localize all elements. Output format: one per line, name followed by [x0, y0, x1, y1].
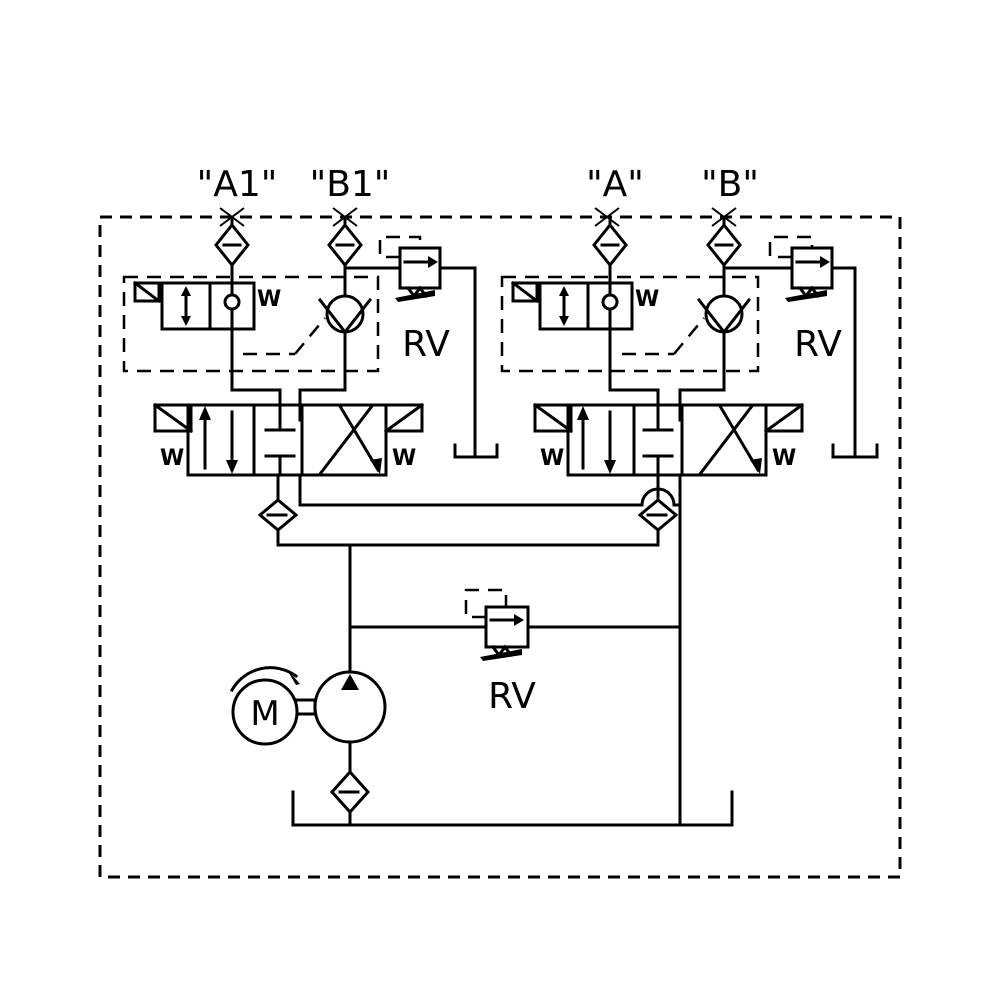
pilot-check-valve-right — [622, 294, 752, 356]
port-label-a1: "A1" — [197, 164, 278, 205]
filter-a — [592, 215, 628, 268]
rv-label-main: RV — [488, 676, 536, 717]
rv-label-right: RV — [794, 324, 842, 365]
port-label-a: "A" — [586, 164, 644, 205]
svg-text:W: W — [392, 446, 416, 471]
port-plug-a — [594, 207, 620, 227]
suction-filter — [329, 769, 371, 815]
rv-label-left: RV — [402, 324, 450, 365]
svg-text:W: W — [772, 446, 796, 471]
relief-valve-main — [464, 588, 530, 661]
right-circuit: W RV — [298, 215, 879, 827]
pump — [313, 670, 387, 744]
port-label-b1: "B1" — [310, 164, 391, 205]
svg-text:W: W — [160, 446, 184, 471]
svg-text:W: W — [257, 287, 281, 312]
directional-valve-left: W W — [152, 402, 425, 477]
svg-text:W: W — [540, 446, 564, 471]
enclosure-boundary — [98, 215, 902, 879]
relief-valve-left — [343, 235, 499, 459]
relief-valve-right — [722, 235, 879, 459]
reservoir — [291, 790, 734, 827]
electric-motor: M — [229, 666, 317, 746]
port-label-b: "B" — [701, 164, 759, 205]
lock-valve-box-right — [500, 275, 760, 373]
svg-text:M: M — [250, 694, 279, 734]
solenoid-valve-left: W — [132, 280, 281, 331]
directional-valve-right: W W — [532, 402, 805, 477]
solenoid-valve-right: W — [510, 280, 659, 331]
svg-text:W: W — [635, 287, 659, 312]
lock-valve-box-left — [122, 275, 380, 373]
left-circuit: W RV — [122, 215, 499, 547]
filter-b1 — [327, 215, 363, 268]
pilot-check-valve-left — [243, 294, 373, 356]
